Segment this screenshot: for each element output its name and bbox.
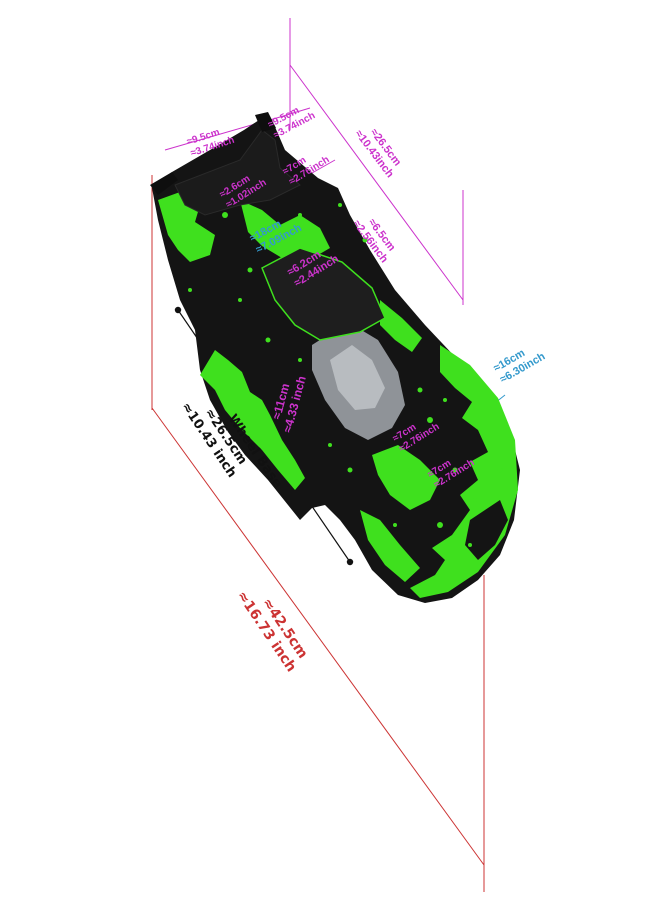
front-grille — [465, 500, 508, 560]
wheel-base-end-dot — [346, 558, 354, 566]
magenta-diagonal-guide-right — [289, 64, 464, 301]
magenta-rear-right-dimension-line — [269, 107, 311, 121]
rear-deck — [174, 129, 301, 216]
total-length-label: ≈42.5cm ≈16.73 inch — [233, 579, 313, 675]
truck-body-shell — [150, 112, 520, 603]
rear-spoiler-left — [150, 172, 178, 195]
cab-roof — [261, 247, 386, 341]
red-total-length-line — [151, 407, 485, 866]
green-splash-cab — [380, 300, 422, 352]
rear-height-label: ≈26.5cm ≈10.43inch — [352, 120, 406, 180]
cab-window-highlight — [330, 345, 385, 410]
green-speckles — [188, 203, 503, 547]
rear-right-width-label: ≈9.5cm ≈3.74inch — [266, 100, 317, 142]
green-splash-rear — [158, 192, 215, 262]
magenta-rear-left-dimension-line — [164, 121, 263, 151]
front-width-label: ≈16cm ≈6.30inch — [492, 339, 548, 386]
green-splash-bed — [240, 200, 330, 258]
wheel-base-start-dot — [174, 306, 182, 314]
green-splash-front-bottom — [360, 510, 420, 582]
rear-spoiler-right — [255, 112, 276, 132]
green-splash-hood — [372, 445, 440, 510]
green-splash-side — [200, 350, 305, 490]
